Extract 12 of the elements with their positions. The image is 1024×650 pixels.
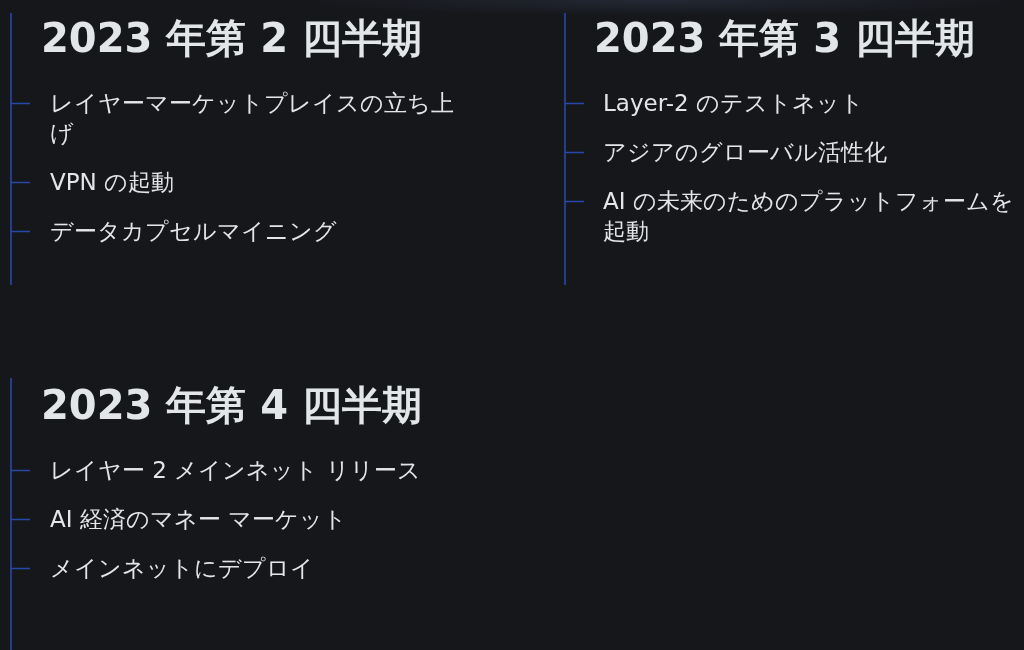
milestone-text: データカプセルマイニング (50, 217, 337, 246)
milestone-text: メインネットにデプロイ (50, 554, 314, 583)
milestone-text: VPN の起動 (50, 168, 175, 197)
milestone-text: Layer-2 のテストネット (603, 89, 864, 118)
milestone-text: アジアのグローバル活性化 (603, 138, 887, 167)
section-heading: 2023 年第 2 四半期 (41, 14, 422, 62)
milestone-text: レイヤーマーケットプレイスの立ち上げ (50, 89, 455, 148)
section-heading: 2023 年第 4 四半期 (41, 381, 422, 429)
milestone-text: AI 経済のマネー マーケット (50, 505, 348, 534)
milestone-text: レイヤー 2 メインネット リリース (50, 456, 421, 485)
section-heading: 2023 年第 3 四半期 (594, 14, 975, 62)
milestone-text: AI の未来のためのプラットフォームを起動 (603, 187, 1015, 246)
